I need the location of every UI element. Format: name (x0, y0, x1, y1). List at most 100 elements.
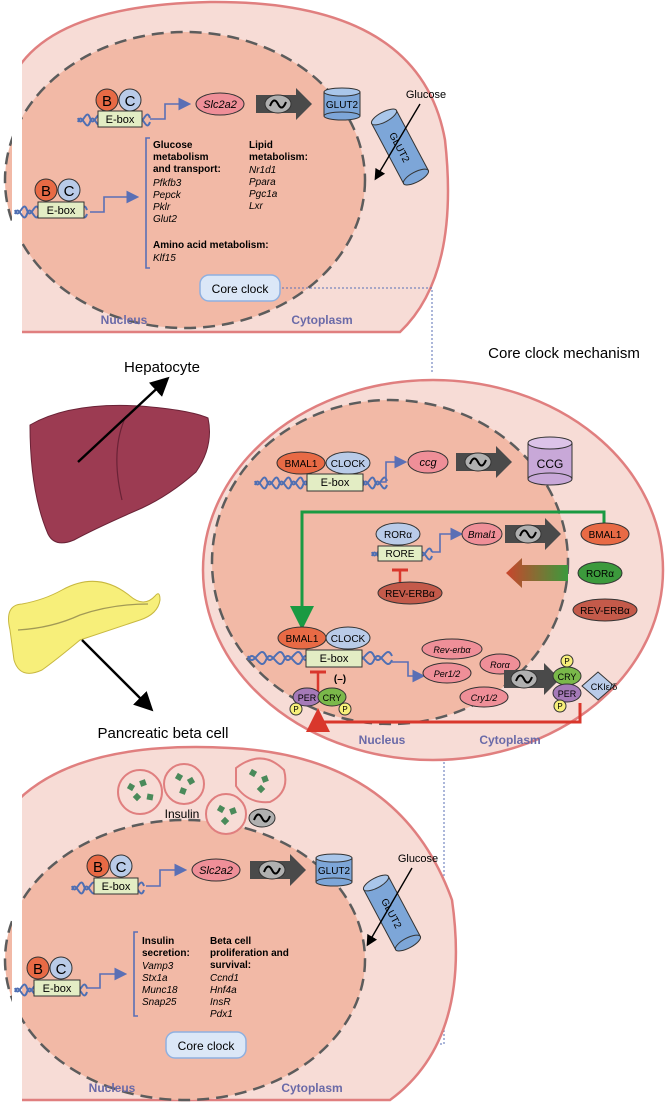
svg-text:E-box: E-box (320, 653, 349, 665)
slc2a2-gene (195, 92, 245, 116)
cytoplasm-per-cry-complex: P CRY PER P CKIε/δ (552, 654, 618, 713)
svg-text:GLUT2: GLUT2 (326, 100, 359, 111)
ebox-box (97, 110, 143, 128)
beta-heading: Beta cell proliferation and survival: (210, 936, 292, 971)
svg-text:Glucose: Glucose (398, 853, 438, 865)
beta-cytoplasm-label: Cytoplasm (281, 1081, 342, 1095)
hep-top-ebox-group: B C E-box Slc2a2 GLUT2 Glucose GLUT2 (77, 87, 446, 186)
beta-genes: Ccnd1 Hnf4a InsR Pdx1 (210, 973, 242, 1020)
svg-text:PER: PER (298, 693, 317, 703)
clock-top-ebox: BMAL1 CLOCK E-box ccg CCG (254, 436, 573, 492)
clock-bottom-ebox: (+) BMAL1 CLOCK E-box (–) PER CRY P P (247, 626, 426, 716)
hepatocyte-nucleus (3, 30, 367, 330)
svg-text:Bmal1: Bmal1 (468, 530, 496, 541)
svg-text:BMAL1: BMAL1 (285, 459, 318, 470)
svg-text:P: P (557, 702, 562, 711)
svg-text:CRY: CRY (323, 693, 342, 703)
slc2a2-label: Slc2a2 (203, 99, 237, 111)
svg-text:C: C (64, 183, 75, 200)
insulin-heading: Insulin secretion: (142, 936, 190, 959)
beta-glut2-transporter: GLUT2 (362, 874, 422, 952)
svg-text:REV-ERBα: REV-ERBα (580, 606, 630, 617)
svg-text:Rev-erbα: Rev-erbα (433, 645, 471, 655)
glut2-protein: GLUT2 (323, 87, 361, 121)
svg-text:CCG: CCG (537, 457, 564, 471)
liver-shape (29, 404, 210, 544)
svg-text:REV-ERBα: REV-ERBα (385, 589, 435, 600)
glucose-heading: Glucose metabolism and transport: (153, 140, 221, 175)
svg-text:BMAL1: BMAL1 (589, 530, 622, 541)
ccg-protein: CCG (527, 436, 573, 486)
gradient-import-arrow (506, 558, 568, 588)
svg-text:Cry1/2: Cry1/2 (471, 693, 498, 703)
b-label: B (102, 93, 112, 110)
svg-text:Rorα: Rorα (490, 660, 511, 670)
beta-top-ebox-group: B C E-box Slc2a2 GLUT2 Glucose GLUT2 (71, 853, 438, 952)
svg-text:P: P (564, 657, 569, 666)
svg-text:B: B (93, 859, 103, 876)
hep-core-clock-label: Core clock (212, 282, 270, 296)
beta-nucleus-label: Nucleus (89, 1081, 136, 1095)
hepatocyte-cell-label: Hepatocyte (124, 359, 200, 376)
hep-cytoplasm-label: Cytoplasm (291, 313, 352, 327)
clock-genes: Rev-erbα Per1/2 Rorα Cry1/2 (421, 638, 560, 708)
beta-core-clock-box (165, 1031, 247, 1059)
beta-gene-group: B C E-box Insulin secretion: Vamp3 Stx1a… (14, 931, 343, 1095)
hep-connector (282, 287, 433, 372)
svg-text:CRY: CRY (558, 672, 577, 682)
clock-nucleus-label: Nucleus (359, 733, 406, 747)
svg-text:CLOCK: CLOCK (331, 459, 366, 470)
svg-text:RORα: RORα (586, 569, 614, 580)
ccg-gene (407, 450, 449, 474)
hep-core-clock-box (199, 274, 281, 302)
beta-core-clock-label: Core clock (178, 1039, 236, 1053)
svg-text:E-box: E-box (102, 881, 131, 893)
svg-text:RORE: RORE (386, 549, 415, 560)
svg-text:GLUT2: GLUT2 (318, 866, 351, 877)
beta-glut2-protein: GLUT2 (315, 853, 353, 887)
beta-cell-label: Pancreatic beta cell (98, 725, 229, 742)
red-feedback-arrow (306, 703, 582, 732)
ebox-label: E-box (106, 114, 135, 126)
svg-text:P: P (293, 705, 298, 714)
glut2-transporter: GLUT2 (370, 108, 430, 186)
svg-text:BMAL1: BMAL1 (286, 634, 319, 645)
svg-text:B: B (33, 961, 43, 978)
amino-heading: Amino acid metabolism: (153, 240, 269, 251)
rev-erb-protein (572, 598, 638, 622)
svg-text:B: B (41, 183, 51, 200)
svg-text:Per1/2: Per1/2 (434, 669, 461, 679)
core-clock-title: Core clock mechanism (488, 345, 640, 362)
pancreas-shape (8, 580, 161, 674)
clock-cytoplasm-label: Cytoplasm (479, 733, 540, 747)
svg-text:C: C (56, 961, 67, 978)
hep-gene-group: B C E-box Glucose metabolism and transpo… (14, 137, 353, 327)
liver-arrow (77, 376, 170, 463)
rore-group: RORα RORE Bmal1 BMAL1 REV-ERBα (371, 518, 630, 605)
svg-text:(–): (–) (334, 674, 346, 685)
ror-alpha-protein (577, 561, 623, 585)
svg-text:PER: PER (558, 689, 577, 699)
hep-nucleus-label: Nucleus (101, 313, 148, 327)
insulin-granules: Insulin (117, 757, 287, 835)
lipid-heading: Lipid metabolism: (249, 140, 308, 163)
svg-text:E-box: E-box (47, 205, 76, 217)
svg-text:C: C (116, 859, 127, 876)
svg-text:CLOCK: CLOCK (331, 634, 366, 645)
glucose-genes: Pfkfb3 Pepck Pklr Glut2 (153, 178, 184, 225)
insulin-genes: Vamp3 Stx1a Munc18 Snap25 (142, 961, 180, 1008)
svg-text:RORα: RORα (384, 530, 412, 541)
insulin-label: Insulin (165, 807, 200, 821)
c-label: C (125, 93, 136, 110)
bmal1-protein (580, 522, 630, 546)
pancreas-arrow (81, 639, 154, 712)
lipid-genes: Nr1d1 Ppara Pgc1a Lxr (249, 165, 280, 212)
svg-text:E-box: E-box (321, 477, 350, 489)
svg-text:ccg: ccg (419, 457, 437, 469)
svg-text:E-box: E-box (43, 983, 72, 995)
svg-text:CKIε/δ: CKIε/δ (591, 682, 618, 692)
amino-genes: Klf15 (153, 253, 176, 264)
svg-text:Slc2a2: Slc2a2 (199, 865, 233, 877)
svg-text:P: P (342, 705, 347, 714)
glucose-label: Glucose (406, 89, 446, 101)
